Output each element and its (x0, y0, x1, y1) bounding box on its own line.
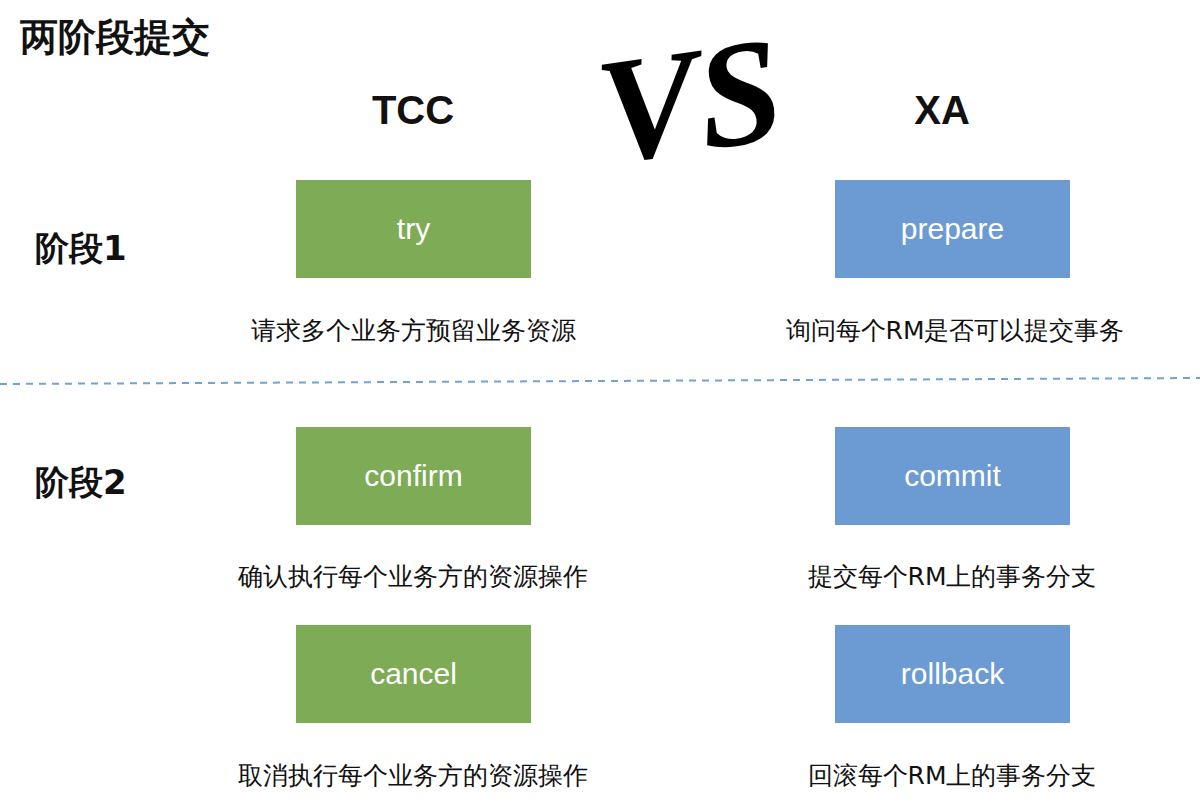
column-heading: TCC (372, 88, 454, 133)
step-box: commit (835, 427, 1070, 525)
vs-mark: VS (589, 13, 792, 187)
step-description: 确认执行每个业务方的资源操作 (238, 560, 588, 593)
step-description: 请求多个业务方预留业务资源 (251, 314, 576, 347)
step-description: 取消执行每个业务方的资源操作 (238, 759, 588, 792)
step-label: commit (904, 459, 1001, 493)
step-box: confirm (296, 427, 531, 525)
step-label: cancel (370, 657, 457, 691)
step-description: 询问每个RM是否可以提交事务 (786, 314, 1125, 347)
diagram-title: 两阶段提交 (20, 12, 210, 63)
phase-label: 阶段1 (35, 226, 127, 272)
step-label: confirm (364, 459, 462, 493)
dashed-divider (0, 378, 1200, 384)
column-heading: XA (914, 88, 970, 133)
phase-label: 阶段2 (35, 460, 127, 506)
step-label: prepare (901, 212, 1004, 246)
step-box: try (296, 180, 531, 278)
step-description: 提交每个RM上的事务分支 (808, 560, 1097, 593)
step-description: 回滚每个RM上的事务分支 (808, 759, 1097, 792)
step-box: cancel (296, 625, 531, 723)
step-label: try (397, 212, 430, 246)
step-label: rollback (901, 657, 1004, 691)
step-box: rollback (835, 625, 1070, 723)
step-box: prepare (835, 180, 1070, 278)
